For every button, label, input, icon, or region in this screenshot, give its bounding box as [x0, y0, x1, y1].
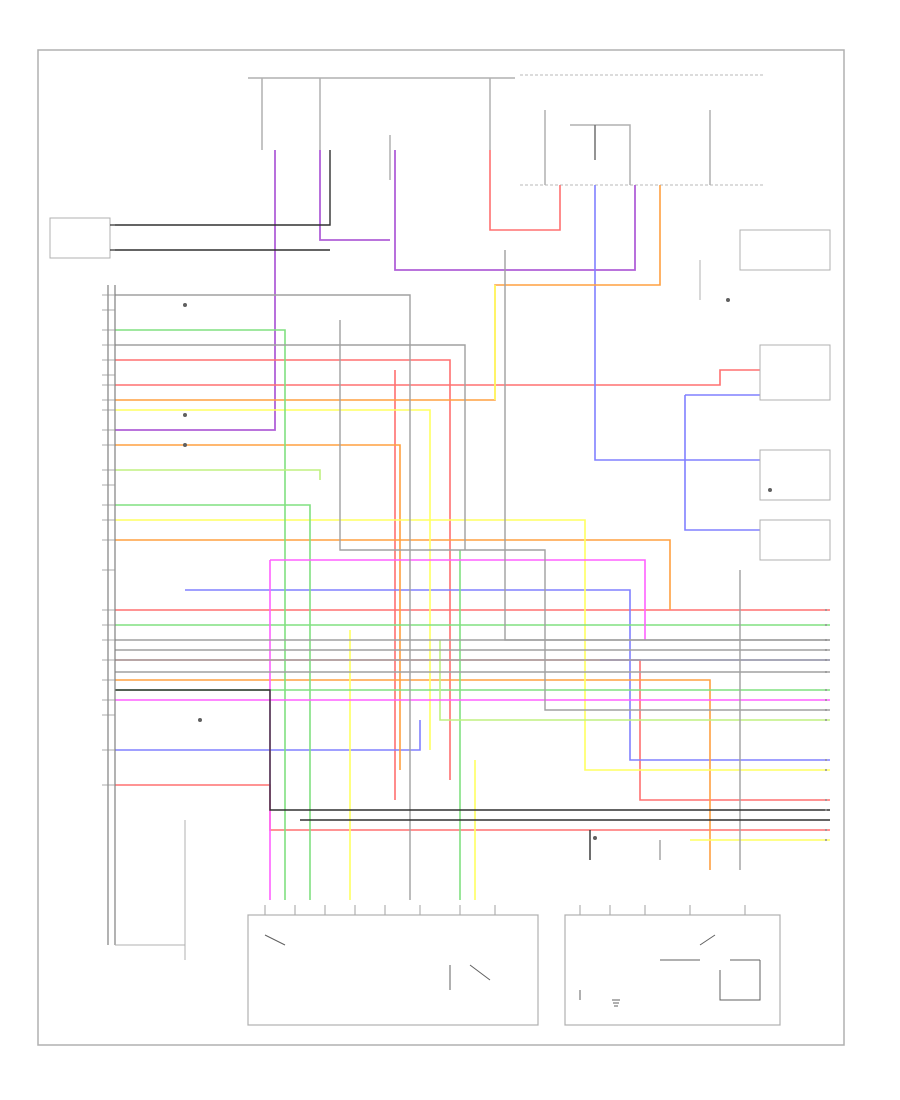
- switch-assembly-left: [247, 905, 539, 1026]
- ecm-pin-ticks: [102, 294, 115, 786]
- red-wires: [115, 150, 830, 831]
- orange-wires: [115, 185, 711, 870]
- green-wires: [115, 329, 830, 900]
- switch-icon: [264, 934, 761, 1001]
- relay-icon: [183, 298, 772, 840]
- gray-wires: [115, 250, 830, 900]
- light-green-wires: [115, 469, 830, 721]
- switch-assembly-right: [564, 905, 781, 1026]
- connector-blocks-right: [699, 229, 831, 561]
- top-supply-wires: [248, 74, 765, 186]
- connector-block-left: [49, 217, 115, 259]
- violet-wires: [115, 150, 636, 431]
- dark-wires: [115, 150, 830, 860]
- pink-wires: [115, 559, 830, 900]
- diagram-frame: [37, 49, 845, 1046]
- ecm-component-box: [115, 820, 186, 960]
- ground-icon: [579, 990, 620, 1007]
- ecm-connector-column: [107, 285, 116, 945]
- blue-wires: [115, 185, 830, 761]
- connector-icon: [825, 609, 827, 841]
- yellow-wires: [115, 285, 830, 900]
